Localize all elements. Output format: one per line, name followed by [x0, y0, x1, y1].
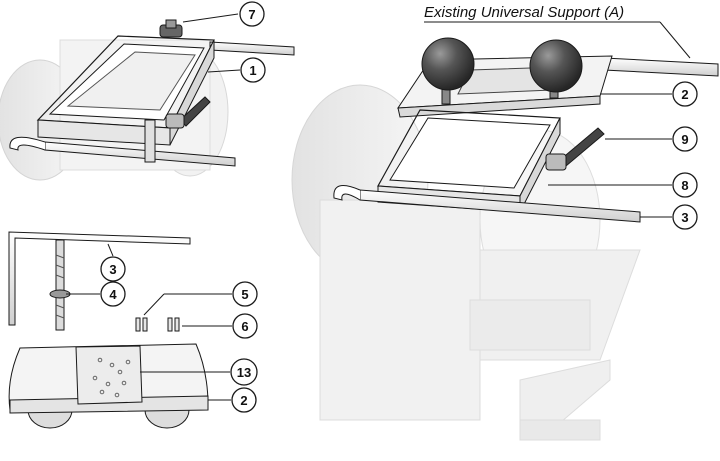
- callout-2-top-label: 2: [681, 87, 688, 102]
- callout-2-bottom-label: 2: [240, 393, 247, 408]
- ball-knob-left: [421, 37, 475, 105]
- knob-part-7: [159, 19, 183, 38]
- callout-2-top: 2: [600, 81, 698, 107]
- callout-5: 5: [143, 281, 258, 316]
- callout-1-label: 1: [249, 63, 256, 78]
- callout-8: 8: [548, 172, 698, 198]
- right-assembled-view: [291, 37, 719, 441]
- callout-7-label: 7: [248, 7, 255, 22]
- callout-13: 13: [140, 358, 258, 386]
- frame-part-1: [36, 35, 215, 163]
- ghost-grinder-right: [291, 84, 641, 441]
- callout-5-label: 5: [241, 287, 248, 302]
- callout-13-label: 13: [237, 365, 251, 380]
- callout-3-right-label: 3: [681, 210, 688, 225]
- callout-7: 7: [182, 1, 265, 27]
- callout-9-label: 9: [681, 132, 688, 147]
- title-label-group: Existing Universal Support (A): [424, 4, 691, 59]
- callouts: Existing Universal Support (A) 7 1 2 9: [66, 1, 698, 413]
- callout-6: 6: [182, 313, 258, 339]
- callout-6-label: 6: [241, 319, 248, 334]
- clamp-lever-top-left: [165, 96, 211, 129]
- callout-3-right: 3: [640, 204, 698, 230]
- callout-8-label: 8: [681, 178, 688, 193]
- bolt-part-4: [49, 239, 71, 331]
- callout-2-bottom: 2: [208, 387, 257, 413]
- clamp-lever-part-9: [545, 127, 605, 171]
- pins-part-6: [135, 317, 180, 332]
- callout-3-left: 3: [100, 243, 126, 282]
- support-bar-top-left: [9, 41, 295, 167]
- title-label: Existing Universal Support (A): [424, 4, 624, 21]
- ball-knob-right: [529, 39, 583, 99]
- callout-4: 4: [66, 281, 126, 307]
- bottom-left-parts-view: [8, 231, 209, 429]
- callout-4-label: 4: [109, 287, 117, 302]
- support-bar-part-3-right: [333, 185, 641, 223]
- callout-1: 1: [207, 57, 266, 83]
- grip-pad-part-13: [75, 345, 143, 405]
- top-left-frame-view: [0, 19, 295, 181]
- callout-9: 9: [605, 126, 698, 152]
- l-shaped-rod-part-3: [8, 231, 191, 326]
- callout-3-left-label: 3: [109, 262, 116, 277]
- existing-universal-support-bar: [603, 57, 719, 77]
